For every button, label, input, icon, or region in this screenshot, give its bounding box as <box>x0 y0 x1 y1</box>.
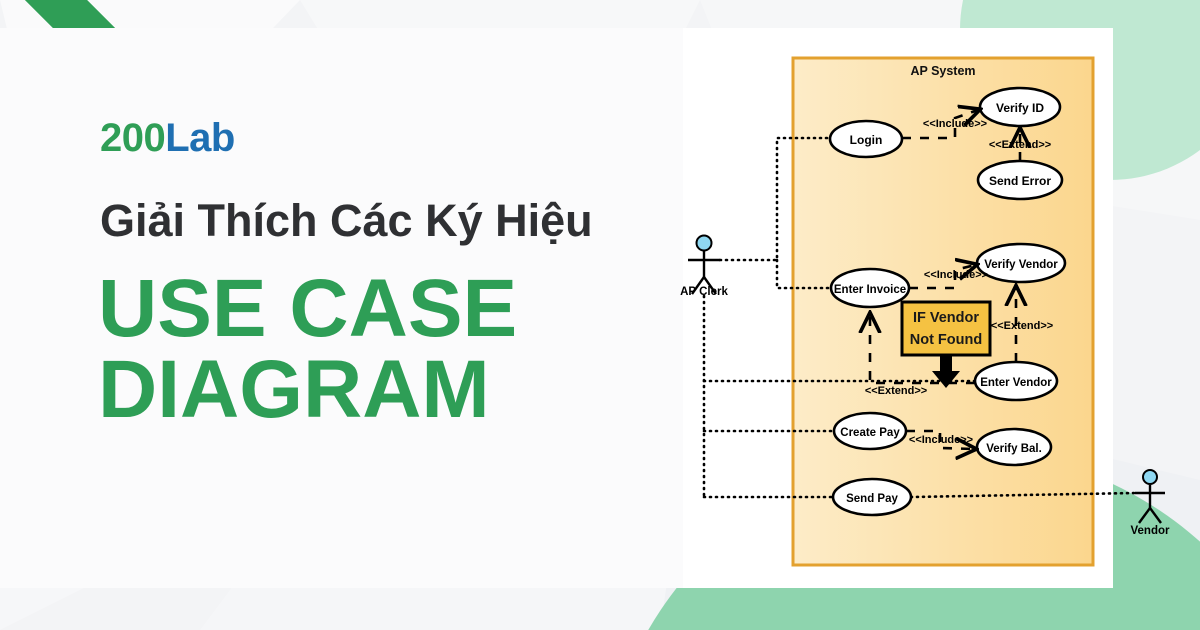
use-case-send-pay-label: Send Pay <box>846 493 898 505</box>
system-boundary-label: AP System <box>910 64 975 78</box>
rel-login-verify-id: <<Include>> <box>902 110 987 140</box>
use-case-verify-vendor[interactable]: Verify Vendor <box>975 242 1067 284</box>
note-arrow-icon <box>932 355 960 388</box>
use-case-verify-bal[interactable]: Verify Bal. <box>975 427 1053 467</box>
page-title-line1: USE CASE <box>98 263 518 354</box>
rel-send-error-verify-id: <<Extend>> <box>989 130 1051 161</box>
logo-suffix: Lab <box>165 116 235 160</box>
use-case-send-error-label: Send Error <box>989 174 1051 188</box>
use-case-send-error[interactable]: Send Error <box>976 159 1064 201</box>
actor-ap-clerk[interactable]: AP Clerk <box>680 234 728 299</box>
actor-vendor-label: Vendor <box>1131 525 1171 537</box>
use-case-login-label: Login <box>850 133 883 147</box>
use-case-verify-id[interactable]: Verify ID <box>978 86 1062 128</box>
stereotype-include-label: <<Include>> <box>909 434 973 446</box>
rel-enter-invoice-verify-vendor: <<Include>> <box>909 265 988 290</box>
actor-head-icon <box>1142 469 1158 485</box>
note-line-1: IF Vendor <box>913 310 979 326</box>
use-case-verify-id-label: Verify ID <box>996 101 1044 115</box>
note-if-vendor-not-found: IF Vendor Not Found <box>900 300 992 388</box>
actor-vendor[interactable]: Vendor <box>1131 469 1171 537</box>
use-case-create-pay[interactable]: Create Pay <box>832 411 908 451</box>
use-case-verify-bal-label: Verify Bal. <box>986 443 1042 455</box>
assoc-send-pay-vendor <box>909 491 1137 499</box>
stereotype-include-label: <<Include>> <box>923 118 987 130</box>
actor-head-icon <box>695 234 713 252</box>
assoc-clerk-login <box>718 136 832 262</box>
page-title-line2: DIAGRAM <box>98 344 490 436</box>
page-subtitle: Giải Thích Các Ký Hiệu <box>100 195 593 246</box>
rel-create-pay-verify-bal: <<Include>> <box>906 429 974 449</box>
stereotype-extend-label: <<Extend>> <box>989 139 1051 151</box>
use-case-enter-vendor-label: Enter Vendor <box>980 377 1052 389</box>
association-lines <box>702 136 1137 499</box>
actor-ap-clerk-label: AP Clerk <box>680 286 728 298</box>
use-case-enter-invoice[interactable]: Enter Invoice <box>829 267 911 309</box>
stereotype-extend-label: <<Extend>> <box>865 385 927 397</box>
use-case-create-pay-label: Create Pay <box>840 427 900 439</box>
rel-enter-vendor-verify-vendor: <<Extend>> <box>991 288 1053 362</box>
stereotype-include-label: <<Include>> <box>924 269 988 281</box>
use-case-enter-invoice-label: Enter Invoice <box>834 284 906 296</box>
stereotype-extend-label: <<Extend>> <box>991 320 1053 332</box>
note-line-2: Not Found <box>910 332 982 348</box>
logo-prefix: 200 <box>100 116 166 160</box>
brand-logo: 200Lab <box>100 118 235 158</box>
use-case-send-pay[interactable]: Send Pay <box>831 477 913 517</box>
rel-enter-vendor-enter-invoice: <<Extend>> <box>865 315 975 397</box>
use-case-login[interactable]: Login <box>828 119 904 159</box>
content-card <box>0 28 683 588</box>
assoc-clerk-enter-invoice <box>775 258 835 290</box>
use-case-verify-vendor-label: Verify Vendor <box>984 259 1058 271</box>
use-case-enter-vendor[interactable]: Enter Vendor <box>973 360 1059 402</box>
